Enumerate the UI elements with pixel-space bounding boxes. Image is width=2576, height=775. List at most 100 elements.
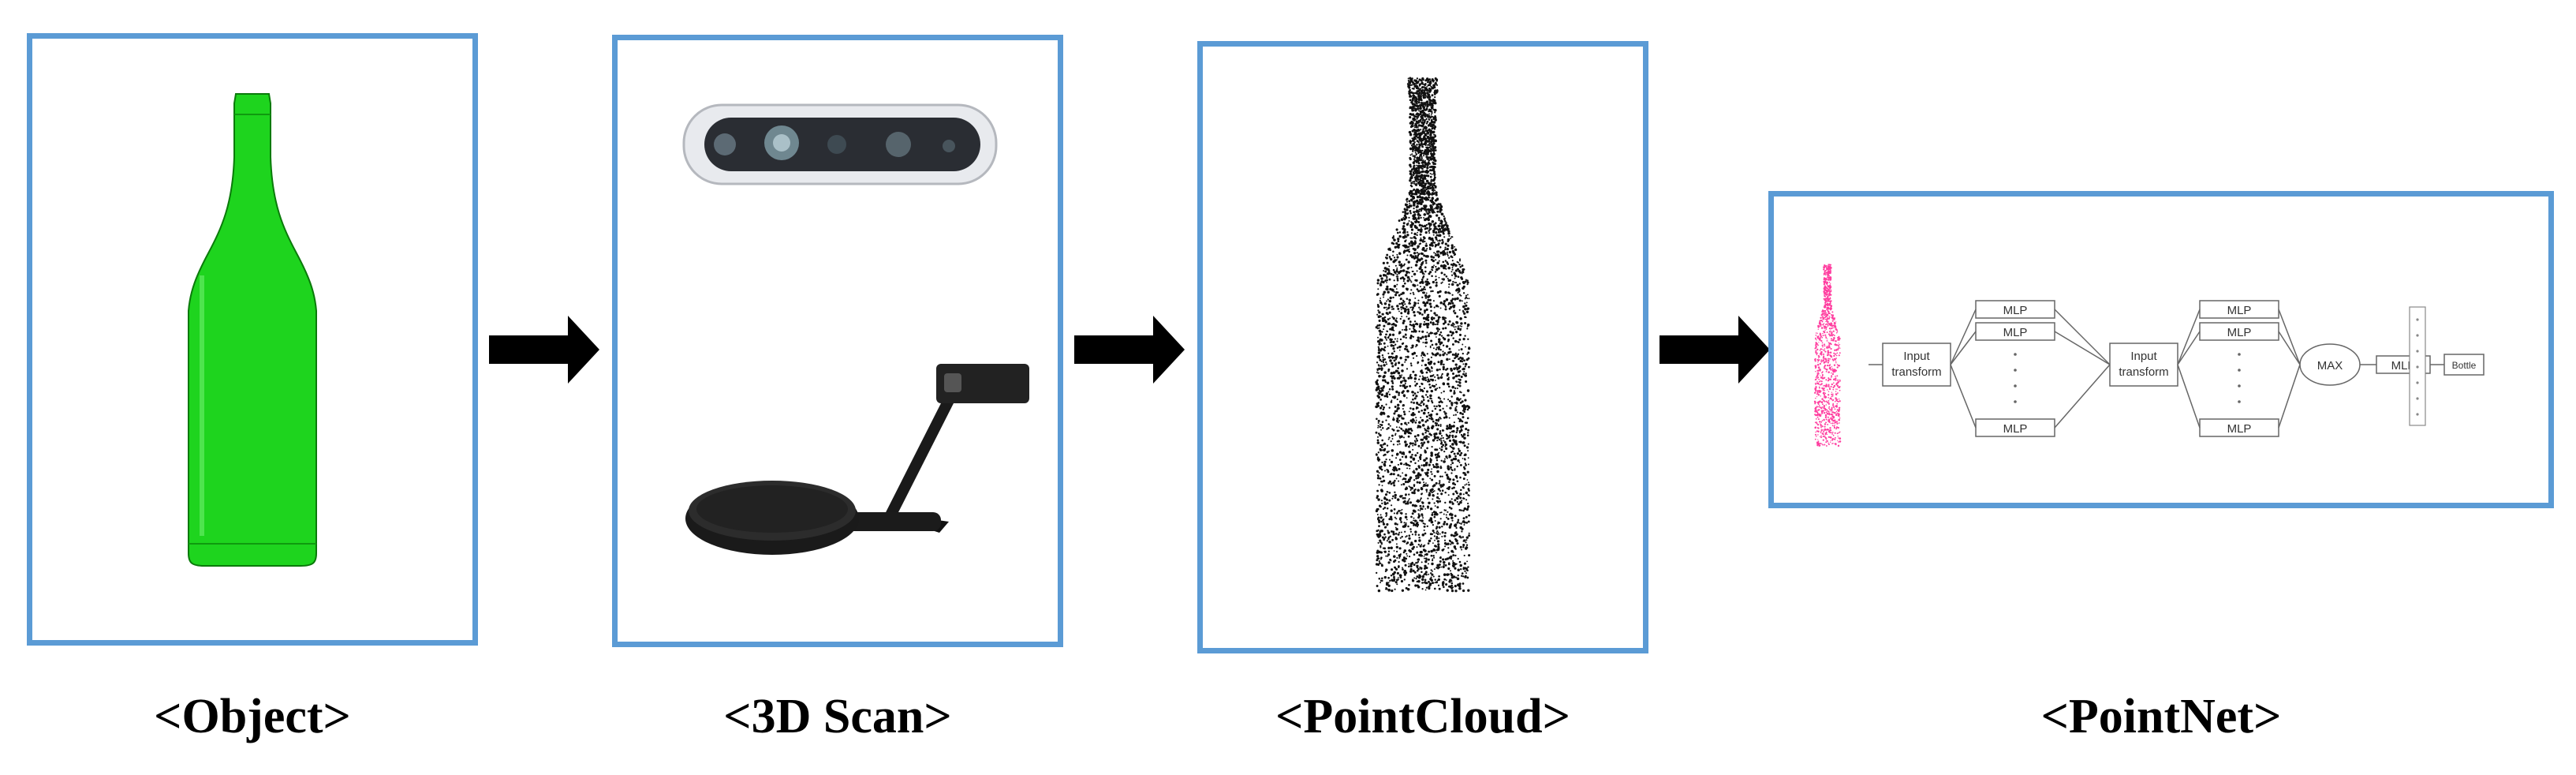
point <box>1426 120 1429 123</box>
point <box>1422 137 1424 140</box>
point <box>1451 462 1454 465</box>
point <box>1430 223 1432 225</box>
point <box>1465 373 1467 375</box>
point <box>1411 504 1415 507</box>
point <box>1417 391 1419 394</box>
point <box>1814 383 1816 384</box>
point <box>1389 474 1391 476</box>
point <box>1831 395 1833 398</box>
point <box>1434 453 1437 456</box>
point <box>1437 316 1441 319</box>
point <box>1823 431 1825 433</box>
point <box>1424 96 1427 99</box>
point <box>1409 419 1413 422</box>
point <box>1404 430 1407 433</box>
point <box>1829 354 1831 356</box>
point <box>1466 546 1469 549</box>
point <box>1438 451 1440 454</box>
point <box>1396 556 1398 560</box>
point <box>1443 450 1446 453</box>
point <box>1465 301 1468 304</box>
point <box>1423 529 1425 531</box>
point <box>1430 108 1432 110</box>
point <box>1432 170 1436 174</box>
point <box>1458 449 1462 453</box>
point <box>1396 523 1398 526</box>
point <box>1449 432 1451 434</box>
point <box>1413 435 1417 438</box>
point <box>1413 284 1417 287</box>
point <box>1441 281 1443 283</box>
point <box>1417 114 1421 117</box>
point <box>1414 152 1417 154</box>
point <box>1383 342 1386 345</box>
point <box>1421 281 1424 284</box>
point <box>1445 369 1447 371</box>
point <box>1429 144 1432 147</box>
point <box>1442 382 1446 386</box>
point <box>1377 288 1379 290</box>
point <box>1458 560 1462 563</box>
point <box>1454 532 1457 535</box>
point <box>1437 396 1440 399</box>
point <box>1391 538 1394 541</box>
point <box>1417 253 1421 256</box>
point <box>1435 231 1437 234</box>
point <box>1403 208 1406 210</box>
point <box>1435 259 1437 261</box>
point <box>1425 146 1428 148</box>
point <box>1424 472 1426 474</box>
point <box>1398 374 1401 376</box>
point <box>1436 320 1439 324</box>
point <box>1398 294 1401 297</box>
point <box>1443 460 1446 463</box>
point <box>1387 555 1389 557</box>
point <box>1447 340 1450 343</box>
point <box>1445 298 1449 301</box>
point <box>1459 324 1462 327</box>
point <box>1414 264 1418 267</box>
point <box>1384 536 1387 538</box>
point <box>1451 331 1454 335</box>
arrow-right-icon <box>1659 316 1770 384</box>
point <box>1421 121 1424 124</box>
point <box>1409 306 1412 309</box>
point <box>1420 487 1423 489</box>
point <box>1386 490 1389 493</box>
point <box>1451 436 1454 439</box>
point <box>1402 280 1405 283</box>
point <box>1453 440 1456 444</box>
point <box>1434 118 1437 122</box>
point <box>1456 497 1459 500</box>
point <box>1456 368 1459 371</box>
point <box>1398 260 1402 264</box>
point <box>1411 344 1414 347</box>
point <box>1418 330 1421 333</box>
point <box>1468 346 1470 349</box>
point <box>1422 113 1426 117</box>
point <box>1433 548 1436 552</box>
point <box>1419 281 1422 284</box>
point <box>1406 541 1409 545</box>
point <box>1450 589 1454 593</box>
point <box>1391 236 1394 239</box>
point <box>1417 444 1421 447</box>
point <box>1417 410 1421 414</box>
point <box>1457 417 1460 420</box>
point <box>1414 171 1417 174</box>
point <box>1390 546 1393 550</box>
point <box>1830 290 1832 293</box>
point <box>1825 267 1827 269</box>
point <box>1410 140 1413 143</box>
point <box>1415 84 1417 87</box>
point <box>1437 424 1440 427</box>
point <box>1420 197 1422 199</box>
point <box>1439 425 1442 428</box>
point <box>1418 171 1421 174</box>
point <box>1387 553 1391 556</box>
point <box>1828 406 1831 408</box>
point <box>1816 363 1820 366</box>
point <box>1380 367 1383 370</box>
point <box>1420 129 1422 130</box>
point <box>1434 116 1437 120</box>
